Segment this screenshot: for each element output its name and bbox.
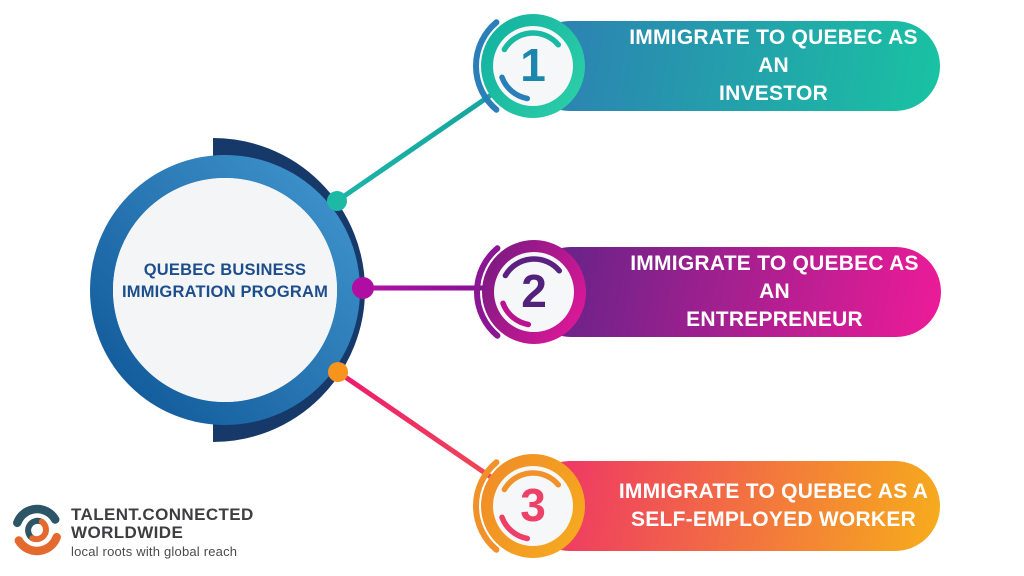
- step-number: 1: [520, 39, 546, 91]
- brand-wordmark: TALENT.CONNECTED WORLDWIDE local roots w…: [71, 503, 254, 560]
- option-pill-investor: IMMIGRATE TO QUEBEC AS AN INVESTOR: [525, 21, 940, 111]
- badge-top-arc: [501, 470, 562, 493]
- step-badge-arcs: [474, 245, 563, 339]
- option-label-line1: IMMIGRATE TO QUEBEC AS AN: [630, 252, 919, 304]
- badge-bottom-arc: [500, 300, 532, 328]
- option-label-entrepreneur: IMMIGRATE TO QUEBEC AS AN ENTREPRENEUR: [617, 250, 933, 334]
- swirl-inner-right: [29, 518, 49, 543]
- center-title-line2: IMMIGRATION PROGRAM: [121, 282, 329, 301]
- brand-name-line1: TALENT.CONNECTED: [71, 505, 254, 524]
- swirl-bottom: [14, 532, 61, 556]
- option-label-line2: ENTREPRENEUR: [686, 307, 863, 331]
- center-title-line1: QUEBEC BUSINESS: [143, 261, 307, 279]
- step-badge-1: 1: [467, 0, 599, 132]
- step-badge-arcs: [473, 19, 562, 113]
- swirl-inner-left: [25, 517, 45, 542]
- badge-top-arc: [501, 30, 562, 53]
- brand-tagline: local roots with global reach: [71, 544, 238, 560]
- badge-paren-arc: [473, 459, 500, 553]
- option-pill-self-employed: IMMIGRATE TO QUEBEC AS A SELF-EMPLOYED W…: [525, 461, 940, 551]
- center-ring: [90, 155, 360, 425]
- badge-bottom-arc: [499, 514, 531, 542]
- option-label-line1: IMMIGRATE TO QUEBEC AS A: [618, 480, 929, 504]
- step-badge-2: 2: [468, 226, 600, 358]
- step-badge-3: 3: [467, 440, 599, 572]
- step-badge-face: 2: [494, 252, 574, 332]
- step-badge-ring: 2: [482, 240, 586, 344]
- badge-paren-arc: [474, 245, 501, 339]
- option-label-line2: SELF-EMPLOYED WORKER: [630, 508, 916, 531]
- center-core: [113, 178, 337, 402]
- step-badge-arcs: [473, 459, 562, 553]
- option-label-line2: INVESTOR: [719, 81, 828, 105]
- anchor-dot-investor: [327, 191, 347, 211]
- brand-logo: TALENT.CONNECTED WORLDWIDE local roots w…: [10, 503, 254, 560]
- step-number: 2: [521, 265, 547, 317]
- option-label-line1: IMMIGRATE TO QUEBEC AS AN: [629, 26, 918, 78]
- swirl-top: [13, 504, 60, 528]
- badge-bottom-arc: [499, 74, 531, 102]
- option-label-self-employed: IMMIGRATE TO QUEBEC AS A SELF-EMPLOYED W…: [616, 478, 932, 534]
- step-badge-face: 1: [493, 26, 573, 106]
- globe-swirl-icon: [13, 504, 61, 556]
- option-label-investor: IMMIGRATE TO QUEBEC AS AN INVESTOR: [616, 24, 932, 108]
- anchor-dot-entrepreneur: [352, 277, 374, 299]
- option-pill-entrepreneur: IMMIGRATE TO QUEBEC AS AN ENTREPRENEUR: [526, 247, 941, 337]
- center-title: QUEBEC BUSINESS IMMIGRATION PROGRAM: [113, 260, 337, 304]
- badge-top-arc: [502, 256, 563, 279]
- step-badge-face: 3: [493, 466, 573, 546]
- badge-paren-arc: [473, 19, 500, 113]
- step-badge-ring: 3: [481, 454, 585, 558]
- step-number: 3: [520, 479, 546, 531]
- anchor-dot-self-employed: [328, 362, 348, 382]
- brand-name-line2: WORLDWIDE: [71, 523, 184, 543]
